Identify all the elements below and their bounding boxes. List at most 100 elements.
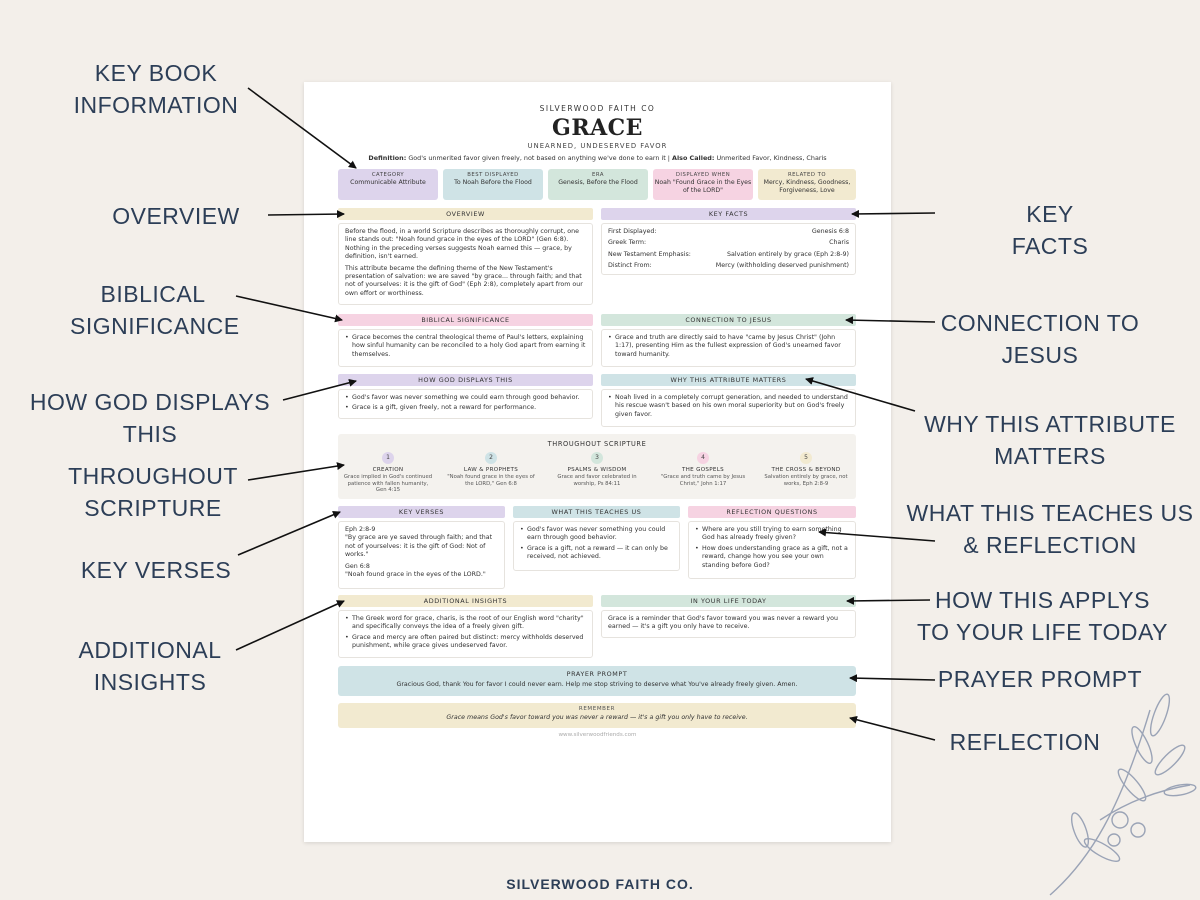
list-item: The Greek word for grace, charis, is the… [345, 615, 586, 632]
callout-prayer-prompt: PRAYER PROMPT [937, 666, 1143, 692]
callout-key-verses: KEY VERSES [80, 557, 232, 583]
printable-page: SILVERWOOD FAITH CO GRACE UNEARNED, UNDE… [304, 82, 891, 842]
key-fact-row: Distinct From: Mercy (withholding deserve… [608, 262, 849, 270]
key-facts-card: First Displayed: Genesis 6:8 Greek Term: C… [601, 223, 856, 275]
stage-number: 3 [591, 452, 603, 464]
info-box-label: BEST DISPLAYED [467, 172, 519, 178]
stage-title: THE CROSS & BEYOND [771, 467, 841, 473]
remember-text: Grace means God's favor toward you was n… [446, 714, 748, 721]
info-box-era: ERA Genesis, Before the Flood [548, 169, 648, 200]
list-item: Grace is a gift, given freely, not a rew… [345, 404, 586, 413]
list-item: Grace and truth are directly said to hav… [608, 334, 849, 359]
callout-additional-insights: ADDITIONAL INSIGHTS [78, 637, 222, 695]
list-item: Grace is a gift, not a reward — it can o… [520, 545, 673, 562]
key-verses-heading: KEY VERSES [338, 506, 505, 518]
list-item: Noah lived in a completely corrupt gener… [608, 394, 849, 419]
stage-description: Grace implied in God's continued patienc… [343, 474, 433, 494]
what-teaches-card: God's favor was never something you coul… [513, 521, 680, 571]
key-fact-value: Charis [829, 239, 849, 247]
key-fact-label: Greek Term: [608, 239, 647, 247]
additional-insights-card: The Greek word for grace, charis, is the… [338, 610, 593, 658]
definition-label: Definition: [368, 154, 407, 162]
key-fact-label: First Displayed: [608, 228, 657, 235]
definition-line: Definition: God's unmerited favor given … [304, 154, 891, 162]
throughout-scripture-panel: THROUGHOUT SCRIPTURE 1 CREATION Grace im… [338, 434, 856, 499]
website-link[interactable]: www.silverwoodfriends.com [558, 732, 637, 738]
info-box-value: Genesis, Before the Flood [558, 179, 638, 186]
reflection-questions-card: Where are you still trying to earn somet… [688, 521, 856, 579]
how-god-displays-heading: HOW GOD DISPLAYS THIS [338, 374, 593, 386]
stage-number: 2 [485, 452, 497, 464]
verse-text: "By grace are ye saved through faith; an… [345, 534, 493, 559]
key-fact-row: First Displayed: Genesis 6:8 [608, 228, 849, 236]
remember-heading: REMEMBER [578, 706, 616, 712]
verse-reference: Eph 2:8-9 [345, 526, 376, 533]
stage-number: 4 [697, 452, 709, 464]
stage-description: "Noah found grace in the eyes of the LOR… [447, 474, 535, 487]
info-box-value: Mercy, Kindness, Goodness, Forgiveness, … [763, 179, 851, 194]
stage-title: THE GOSPELS [681, 467, 725, 473]
biblical-significance-card: Grace becomes the central theological th… [338, 329, 593, 367]
prayer-prompt-heading: PRAYER PROMPT [566, 670, 628, 678]
list-item: God's favor was never something you coul… [520, 526, 673, 543]
connection-to-jesus-card: Grace and truth are directly said to hav… [601, 329, 856, 367]
callout-key-facts: KEY FACTS [1011, 201, 1089, 259]
in-your-life-heading: IN YOUR LIFE TODAY [601, 595, 856, 607]
list-item: Where are you still trying to earn somet… [695, 526, 849, 543]
callout-connection-to-jesus: CONNECTION TO JESUS [940, 310, 1140, 368]
stage-title: LAW & PROPHETS [463, 467, 519, 473]
info-box-value: Communicable Attribute [350, 179, 426, 186]
info-box-label: CATEGORY [371, 172, 405, 178]
stage-description: Salvation entirely by grace, not works, … [764, 474, 848, 487]
prayer-prompt-box: PRAYER PROMPT Gracious God, thank You fo… [338, 666, 856, 696]
callout-throughout-scripture: THROUGHOUT SCRIPTURE [68, 463, 238, 521]
key-fact-row: New Testament Emphasis: Salvation entirel… [608, 251, 849, 259]
timeline-stage: 4 THE GOSPELS "Grace and truth came by J… [657, 452, 749, 487]
info-box-label: ERA [592, 172, 604, 178]
key-verses-card: Eph 2:8-9 "By grace are ye saved through… [338, 521, 505, 589]
overview-paragraph: This attribute became the defining theme… [345, 264, 583, 297]
callout-teaches-reflection: WHAT THIS TEACHES US & REFLECTION [906, 500, 1194, 558]
also-called-text: Unmerited Favor, Kindness, Charis [716, 154, 827, 162]
callout-biblical-significance: BIBLICAL SIGNIFICANCE [70, 281, 240, 339]
definition-separator: | [667, 154, 670, 162]
timeline-stage: 3 PSALMS & WISDOM Grace and favor celebr… [551, 452, 643, 487]
timeline-stage: 5 THE CROSS & BEYOND Salvation entirely … [760, 452, 852, 487]
prayer-prompt-text: Gracious God, thank You for favor I coul… [396, 681, 798, 688]
olive-branch-icon [1049, 693, 1197, 896]
key-fact-value: Salvation entirely by grace (Eph 2:8-9) [727, 250, 849, 258]
stage-number: 5 [800, 452, 812, 464]
also-called-label: Also Called: [672, 154, 715, 162]
info-box-value: To Noah Before the Flood [454, 179, 532, 186]
key-fact-value: Mercy (withholding deserved punishment) [715, 262, 849, 270]
overview-card: Before the flood, in a world Scripture d… [338, 223, 593, 305]
overview-heading: OVERVIEW [338, 208, 593, 220]
connection-to-jesus-heading: CONNECTION TO JESUS [601, 314, 856, 326]
throughout-scripture-heading: THROUGHOUT SCRIPTURE [547, 440, 647, 448]
verse-reference: Gen 6:8 [345, 562, 370, 570]
verse-text: "Noah found grace in the eyes of the LOR… [345, 571, 486, 579]
overview-paragraph: Before the flood, in a world Scripture d… [345, 228, 579, 261]
info-box-label: DISPLAYED WHEN [675, 172, 731, 178]
biblical-significance-heading: BIBLICAL SIGNIFICANCE [338, 314, 593, 326]
key-fact-label: New Testament Emphasis: [608, 250, 691, 258]
list-item: Grace becomes the central theological th… [345, 334, 586, 359]
definition-text: God's unmerited favor given freely, not … [408, 154, 666, 162]
list-item: God's favor was never something we could… [345, 394, 586, 403]
key-fact-row: Greek Term: Charis [608, 239, 849, 247]
key-fact-label: Distinct From: [608, 262, 652, 270]
reflection-questions-heading: REFLECTION QUESTIONS [688, 506, 856, 518]
callout-reflection: REFLECTION [949, 729, 1101, 755]
why-matters-heading: WHY THIS ATTRIBUTE MATTERS [601, 374, 856, 386]
info-box-category: CATEGORY Communicable Attribute [338, 169, 438, 200]
info-box-value: Noah "Found Grace in the Eyes of the LOR… [654, 179, 752, 194]
key-facts-heading: KEY FACTS [601, 208, 856, 220]
in-your-life-card: Grace is a reminder that God's favor tow… [601, 610, 856, 638]
remember-box: REMEMBER Grace means God's favor toward … [338, 703, 856, 728]
footer-brand: SILVERWOOD FAITH CO. [506, 876, 694, 892]
page-subtitle: UNEARNED, UNDESERVED FAVOR [527, 142, 668, 150]
key-fact-value: Genesis 6:8 [811, 228, 849, 235]
timeline-stage: 2 LAW & PROPHETS "Noah found grace in th… [445, 452, 537, 487]
callout-key-book-information: KEY BOOK INFORMATION [73, 60, 239, 118]
additional-insights-heading: ADDITIONAL INSIGHTS [338, 595, 593, 607]
